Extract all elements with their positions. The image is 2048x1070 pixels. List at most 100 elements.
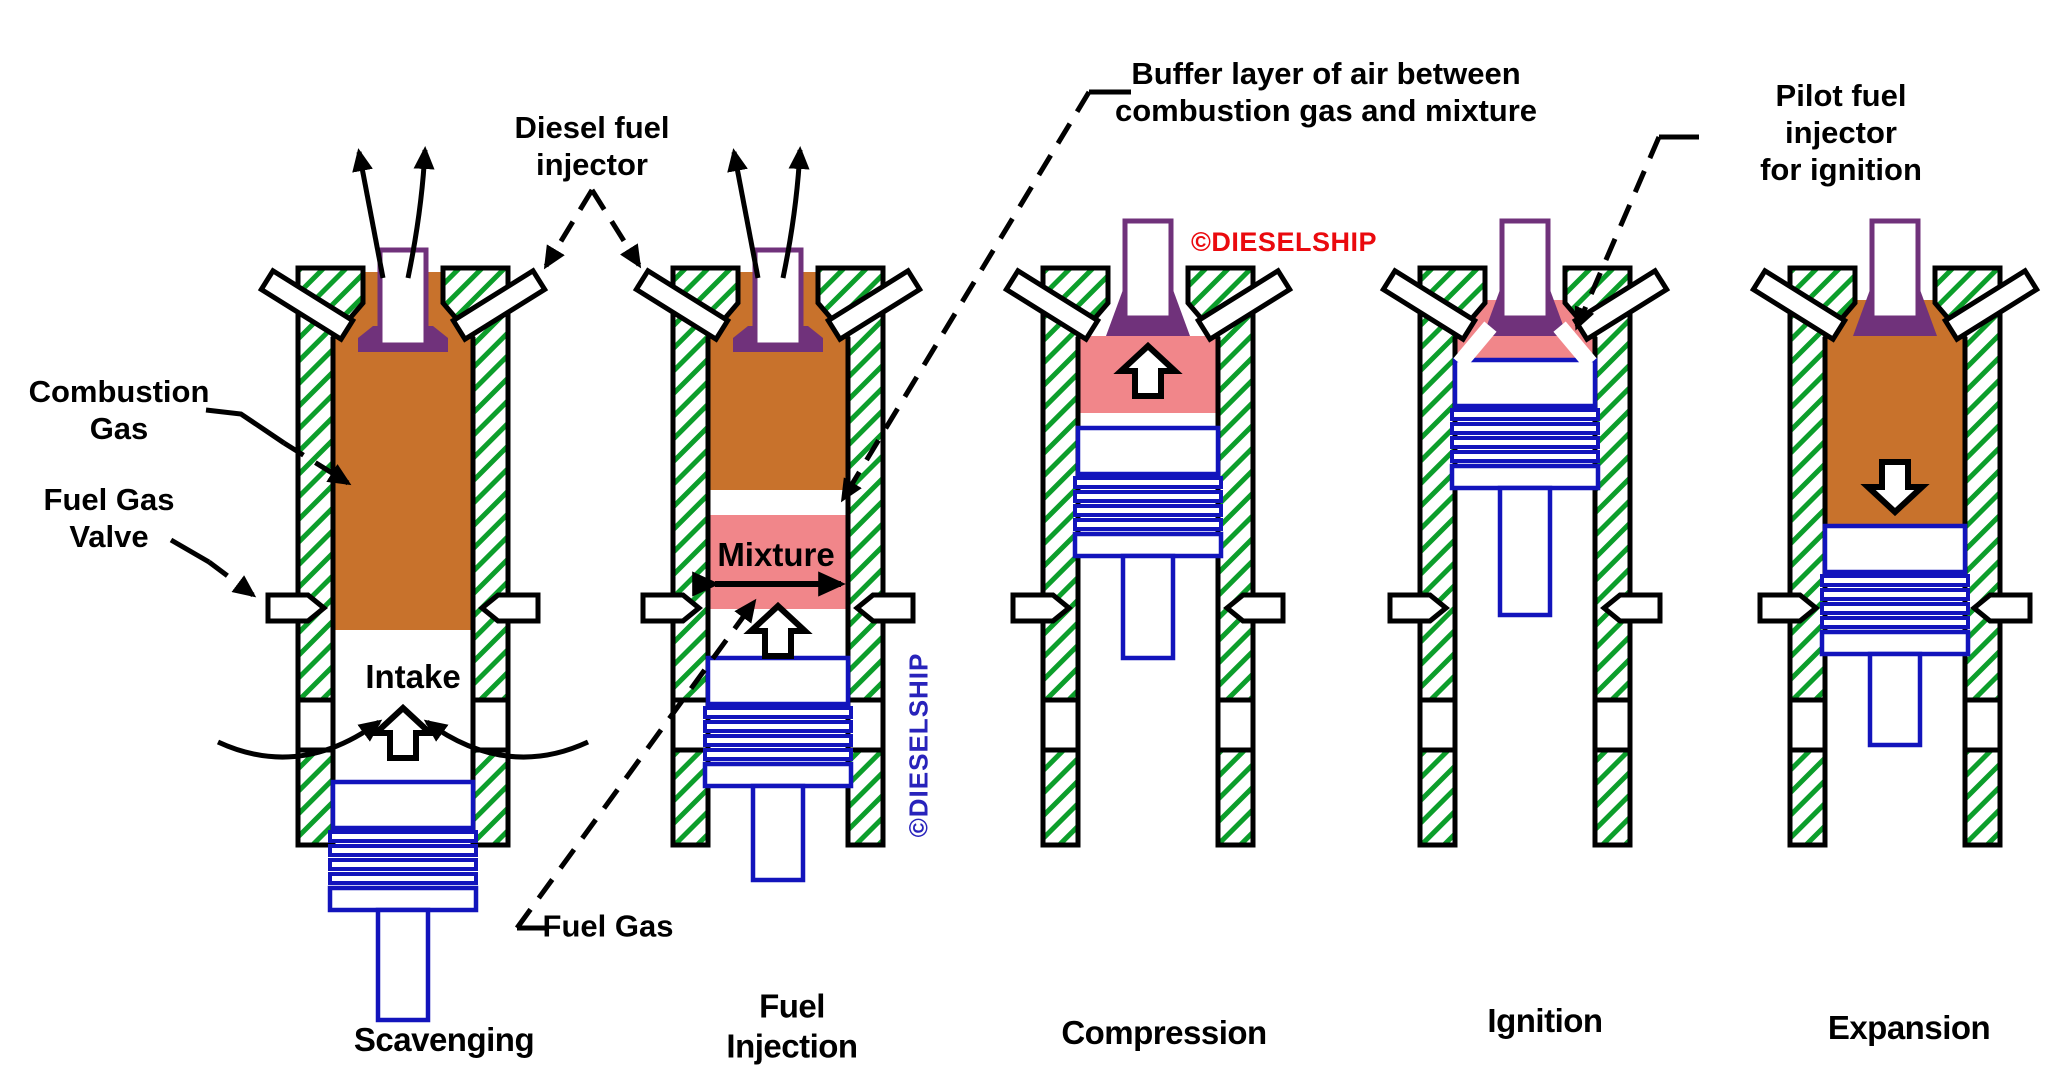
exhaust-valve-stem xyxy=(1499,218,1551,321)
pilot-injector-label: Pilot fuel injector for ignition xyxy=(1760,78,1922,188)
cylinder-wall-hatch xyxy=(1962,747,2003,848)
piston-rod xyxy=(1867,651,1923,748)
gas-up-arrow xyxy=(1113,341,1183,399)
piston xyxy=(1072,425,1224,661)
piston-crown xyxy=(330,779,476,831)
cylinder-wall-hatch xyxy=(845,747,886,848)
piston-crown xyxy=(1075,425,1221,477)
scavenge-port xyxy=(1962,697,2003,753)
cylinder-wall-hatch xyxy=(670,747,711,848)
fuel-gas-valve-arrow xyxy=(1600,592,1663,624)
leader-buffer-layer xyxy=(840,90,1092,503)
fuel-gas-valve-arrow xyxy=(265,592,328,624)
intake-flow-arrow xyxy=(423,719,590,760)
piston-skirt xyxy=(327,885,479,913)
leader-fuel-gas-valve xyxy=(169,537,211,565)
diesel-injector-rod xyxy=(824,267,924,343)
piston-ring xyxy=(703,706,853,719)
scavenge-port xyxy=(1592,697,1633,753)
combustion-gas-region xyxy=(707,272,849,490)
fuel-gas-valve-arrow xyxy=(1387,592,1450,624)
cylinder-wall-hatch xyxy=(1787,747,1828,848)
piston-crown xyxy=(705,655,851,707)
scavenge-port xyxy=(470,697,511,753)
exhaust-flow-arrow xyxy=(780,146,810,279)
exhaust-flow-arrow xyxy=(727,148,761,279)
diesel-injector-rod xyxy=(1941,267,2041,343)
fuel-gas-valve-label: Fuel Gas Valve xyxy=(43,481,175,554)
piston-ring xyxy=(1073,476,1223,489)
cylinder-wall-hatch xyxy=(1040,747,1081,848)
piston-rod xyxy=(1497,485,1553,618)
combustion-gas-region xyxy=(1824,300,1966,524)
diesel-injector-rod xyxy=(1194,267,1294,343)
piston-crown xyxy=(1452,357,1598,409)
exhaust-valve-stem xyxy=(1122,218,1174,321)
scavenge-port xyxy=(1040,697,1081,753)
piston-ring xyxy=(1820,588,1970,601)
diesel-fuel-injector-label: Diesel fuel injector xyxy=(514,109,670,182)
stage-label-fuel-injection: Fuel Injection xyxy=(726,987,858,1064)
exhaust-valve-stem xyxy=(377,247,429,348)
piston-ring xyxy=(1450,422,1600,435)
piston xyxy=(1449,357,1601,618)
leader-lines xyxy=(169,89,1699,931)
piston-rod xyxy=(750,783,806,883)
stage-label-scavenging: Scavenging xyxy=(353,1021,535,1059)
fuel-gas-valve-arrow xyxy=(1010,592,1073,624)
cylinder-expansion xyxy=(1749,218,2041,848)
fuel-gas-valve-arrow xyxy=(478,592,541,624)
pilot-spray xyxy=(1453,321,1497,369)
pilot-spray xyxy=(1553,321,1597,369)
piston-ring xyxy=(1820,616,1970,629)
fuel-gas-valve-arrow xyxy=(853,592,916,624)
piston-skirt xyxy=(1819,629,1971,657)
fuel-gas-valve-arrow xyxy=(640,592,703,624)
cylinder-scavenging xyxy=(216,146,590,1023)
combustion-gas-label: Combustion Gas xyxy=(28,373,210,446)
piston-ring xyxy=(1450,450,1600,463)
piston-ring xyxy=(328,872,478,885)
scavenge-port xyxy=(845,697,886,753)
piston-ring xyxy=(703,734,853,747)
leader-fuel-gas xyxy=(514,598,757,930)
leader-combustion-gas xyxy=(282,440,352,486)
scavenge-port xyxy=(295,697,336,753)
piston-ring xyxy=(1073,504,1223,517)
piston-ring xyxy=(1820,574,1970,587)
piston-crown xyxy=(1822,523,1968,575)
intake-label: Intake xyxy=(365,658,461,696)
piston-ring xyxy=(1450,408,1600,421)
diesel-injector-rod xyxy=(449,267,549,343)
piston-ring xyxy=(1450,436,1600,449)
cylinder-wall-hatch xyxy=(1417,747,1458,848)
scavenge-port xyxy=(1417,697,1458,753)
piston xyxy=(327,779,479,1023)
diesel-injector-rod xyxy=(632,267,732,343)
exhaust-valve-stem xyxy=(752,247,804,348)
leader-diesel-injector-right xyxy=(589,188,642,269)
leader-combustion-gas xyxy=(205,407,286,446)
gas-up-arrow xyxy=(743,601,813,659)
piston-ring xyxy=(328,830,478,843)
cylinder-wall-hatch xyxy=(295,747,336,848)
exhaust-flow-arrow xyxy=(352,148,386,279)
diesel-injector-rod xyxy=(1002,267,1102,343)
exhaust-flow-arrow xyxy=(405,146,435,279)
leader-diesel-injector-left xyxy=(543,188,595,270)
piston-ring xyxy=(703,720,853,733)
cylinder-compression xyxy=(1002,218,1294,848)
piston-skirt xyxy=(1449,463,1601,491)
piston xyxy=(1819,523,1971,748)
piston-ring xyxy=(328,844,478,857)
scavenge-port xyxy=(670,697,711,753)
cylinder-wall-hatch xyxy=(1215,747,1256,848)
cylinder-ignition xyxy=(1379,218,1671,848)
diesel-injector-rod xyxy=(1749,267,1849,343)
piston-skirt xyxy=(702,761,854,789)
fuel-gas-valve-arrow xyxy=(1970,592,2033,624)
piston-ring xyxy=(1820,602,1970,615)
piston-ring xyxy=(703,748,853,761)
cylinder-wall-hatch xyxy=(1592,747,1633,848)
